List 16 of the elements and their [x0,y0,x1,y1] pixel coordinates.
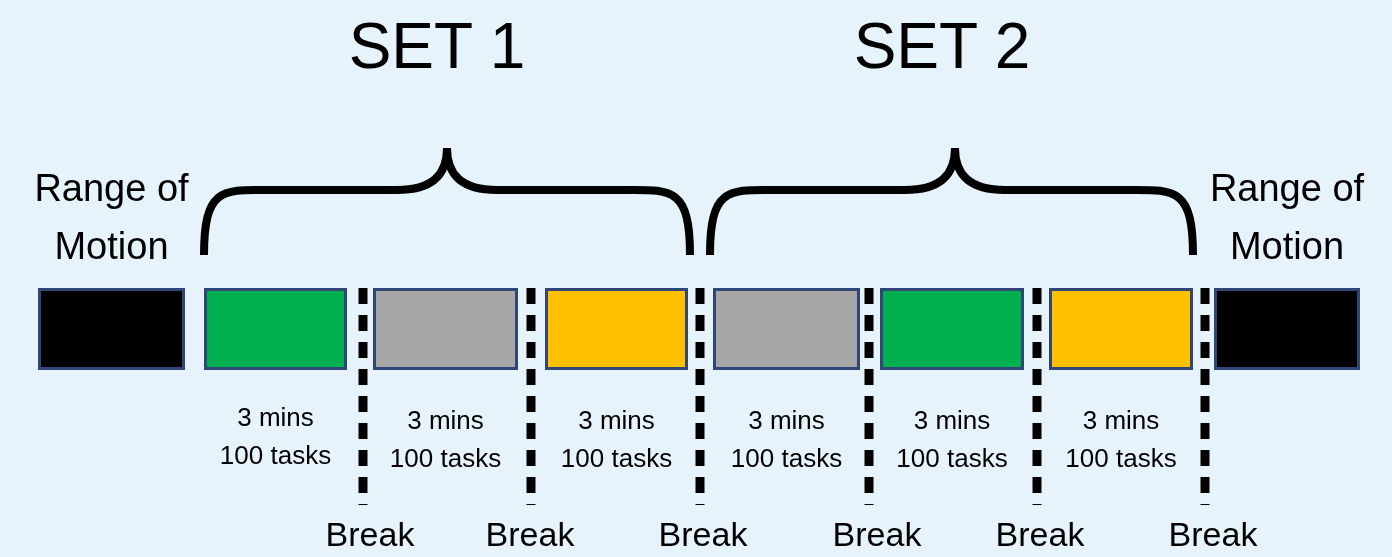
duration-label: 3 mins 100 tasks [218,401,333,472]
break-label: Break [1168,514,1258,554]
duration-label: 3 mins 100 tasks [1064,404,1178,475]
duration-label: 3 mins 100 tasks [388,404,503,475]
set-title: SET 1 [348,9,526,84]
break-label: Break [325,514,415,554]
break-label: Break [995,514,1085,554]
stage-heading: Range of Motion [1208,166,1366,269]
duration-label: 3 mins 100 tasks [895,404,1009,475]
break-label: Break [832,514,922,554]
stage-heading: Range of Motion [33,166,190,269]
duration-label: 3 mins 100 tasks [559,404,674,475]
break-label: Break [658,514,748,554]
duration-label: 3 mins 100 tasks [729,404,844,475]
break-label: Break [485,514,575,554]
set-title: SET 2 [853,9,1031,84]
